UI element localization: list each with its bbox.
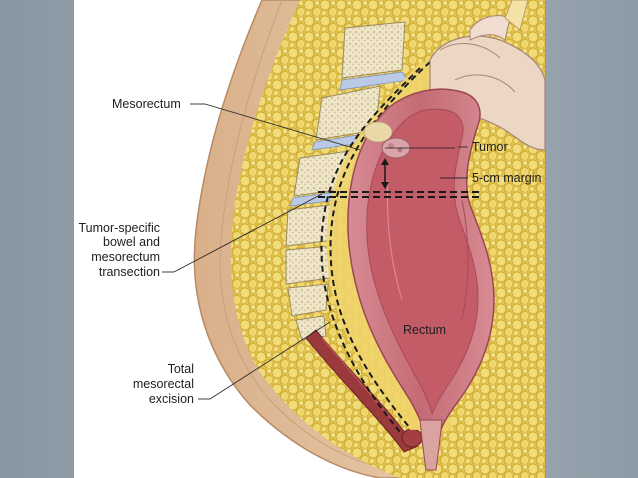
label-margin: 5-cm margin: [472, 171, 542, 185]
label-tme-line2: mesorectal: [133, 377, 194, 391]
tme-dissection-plane: [320, 61, 431, 433]
label-transection: Tumor-specific bowel and mesorectum tran…: [79, 221, 161, 279]
label-mesorectum: Mesorectum: [112, 97, 181, 111]
label-tme-line1: Total: [168, 362, 194, 376]
label-tumor: Tumor: [472, 140, 508, 154]
label-transection-line1: Tumor-specific: [79, 221, 161, 235]
pelvic-floor-muscle: [305, 329, 423, 453]
label-tme-line3: excision: [149, 392, 194, 406]
transection-line: [318, 191, 482, 198]
label-transection-line2: bowel and: [103, 235, 160, 249]
label-tme: Total mesorectal excision: [133, 362, 194, 406]
label-transection-line4: transection: [99, 265, 160, 279]
margin-indicator: [381, 147, 455, 189]
label-rectum: Rectum: [403, 323, 446, 337]
leader-lines: [162, 103, 468, 400]
sigmoid-colon: [429, 0, 546, 151]
label-transection-line3: mesorectum: [91, 250, 160, 264]
